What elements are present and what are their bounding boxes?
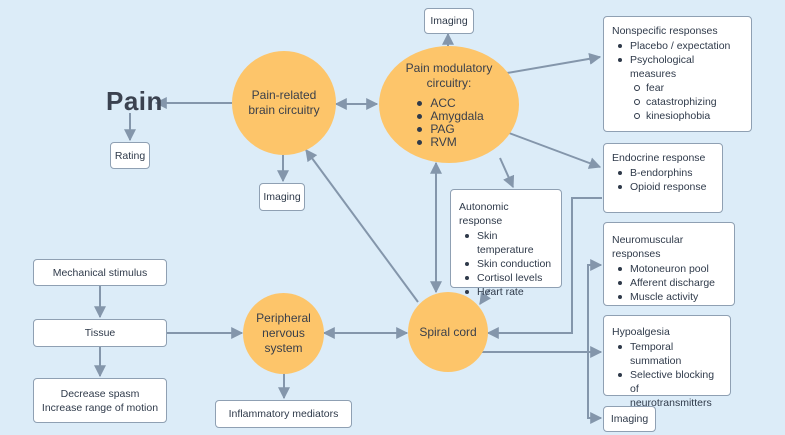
modulatory-item: RVM [414, 135, 483, 149]
nonspecific-subitem: kinesiophobia [612, 109, 743, 123]
nonspecific-item: Psychological measures [612, 53, 743, 81]
node-spinal-label: Spiral cord [419, 324, 477, 339]
nonspecific-title: Nonspecific responses [612, 25, 718, 37]
endocrine-title: Endocrine response [612, 152, 706, 164]
autonomic-response-box: Autonomic response Skin temperature Skin… [450, 189, 562, 298]
imaging-bottom-label: Imaging [610, 413, 649, 425]
node-pain-brain-label: Pain-related brain circuitry [248, 88, 320, 117]
hypoalgesia-title: Hypoalgesia [612, 326, 670, 338]
node-pain-modulatory-circuitry: Pain modulatory circuitry: ACC Amygdala … [379, 46, 519, 163]
rating-box: Rating [110, 142, 150, 169]
arrow-modulatory-to-autonomic [499, 157, 515, 189]
nonspecific-item: Placebo / expectation [612, 39, 743, 53]
imaging-brain-box: Imaging [259, 183, 305, 211]
nonspecific-subitem: fear [612, 81, 743, 95]
node-pain-brain-circuitry: Pain-related brain circuitry [232, 51, 336, 155]
nonspecific-responses-box: Nonspecific responses Placebo / expectat… [603, 16, 752, 132]
node-spinal-cord: Spiral cord [408, 292, 488, 372]
imaging-bottom-box: Imaging [603, 406, 656, 432]
hypoalgesia-box: Hypoalgesia Temporal summation Selective… [603, 315, 731, 409]
autonomic-item: Skin temperature [459, 229, 553, 257]
hypoalgesia-item: Selective blocking of neurotransmitters [612, 368, 722, 410]
neuromuscular-item: Motoneuron pool [612, 262, 726, 276]
increase-rom-label: Increase range of motion [41, 401, 159, 414]
endocrine-response-box: Endocrine response B-endorphins Opioid r… [603, 143, 723, 213]
pain-label: Pain [106, 86, 163, 116]
neuromuscular-item: Afferent discharge [612, 276, 726, 290]
endocrine-item: Opioid response [612, 180, 714, 194]
autonomic-title: Autonomic response [459, 201, 509, 227]
arrow-autonomic-to-spinal [479, 288, 491, 305]
autonomic-item: Heart rate [459, 285, 553, 299]
arrow-modulatory-to-endocrine [508, 132, 602, 169]
arrow-modulatory-to-nonspecific [506, 52, 602, 74]
neuromuscular-responses-box: Neuromuscular responses Motoneuron pool … [603, 222, 735, 306]
modulatory-item: ACC [414, 96, 483, 110]
inflammatory-mediators-label: Inflammatory mediators [228, 408, 339, 420]
autonomic-item: Cortisol levels [459, 271, 553, 285]
rating-label: Rating [114, 149, 146, 162]
node-peripheral-nervous-system: Peripheral nervous system [243, 293, 324, 374]
imaging-top-box: Imaging [424, 8, 474, 34]
neuromuscular-title: Neuromuscular responses [612, 234, 684, 260]
node-peripheral-label: Peripheral nervous system [256, 311, 311, 355]
imaging-top-label: Imaging [430, 15, 468, 27]
neuromuscular-item: Muscle activity [612, 290, 726, 304]
decrease-spasm-label: Decrease spasm [60, 387, 140, 400]
node-pain-modulatory-label: Pain modulatory circuitry: [405, 60, 493, 90]
inflammatory-mediators-box: Inflammatory mediators [215, 400, 352, 428]
modulatory-item: PAG [414, 122, 483, 136]
nonspecific-subitem: catastrophizing [612, 95, 743, 109]
modulatory-structures-list: ACC Amygdala PAG RVM [414, 96, 484, 149]
hypoalgesia-item: Temporal summation [612, 340, 722, 368]
endocrine-item: B-endorphins [612, 166, 714, 180]
mechanical-stimulus-box: Mechanical stimulus [33, 259, 167, 286]
imaging-brain-label: Imaging [263, 191, 301, 203]
arrow-spinal-to-imaging-bottom [587, 352, 603, 424]
tissue-box: Tissue [33, 319, 167, 347]
arrow-spinal-to-neuromuscular [482, 259, 603, 353]
mechanical-stimulus-label: Mechanical stimulus [52, 266, 148, 279]
tissue-label: Tissue [84, 327, 116, 339]
arrow-endocrine-to-spinal [486, 197, 602, 339]
autonomic-item: Skin conduction [459, 257, 553, 271]
arrow-spinal-to-brain [305, 149, 419, 303]
outcome-box: Decrease spasm Increase range of motion [33, 378, 167, 423]
modulatory-item: Amygdala [414, 109, 484, 123]
